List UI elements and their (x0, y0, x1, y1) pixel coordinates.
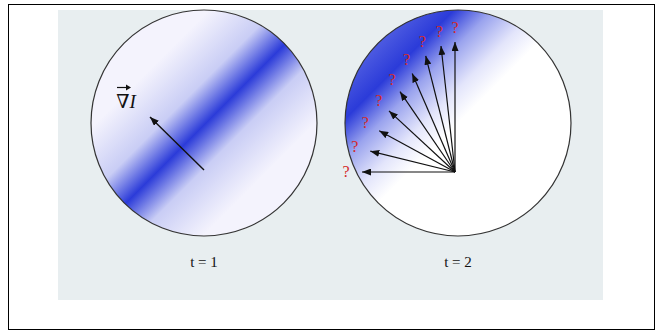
question-mark: ? (419, 33, 426, 51)
right-circle (340, 0, 580, 250)
time-label: t = 2 (444, 254, 472, 271)
time-label-text: t = 1 (190, 254, 218, 270)
question-mark: ? (362, 114, 369, 132)
question-mark: ? (342, 163, 349, 181)
question-mark: ? (403, 51, 410, 69)
time-label-text: t = 2 (444, 254, 472, 270)
question-mark: ? (389, 71, 396, 89)
question-mark-text: ? (389, 71, 396, 88)
question-mark: ? (451, 19, 458, 37)
question-mark-text: ? (342, 163, 349, 180)
vector-arrow (116, 83, 132, 91)
question-mark-text: ? (351, 138, 358, 155)
question-mark: ? (351, 138, 358, 156)
gradient-label: ∇I (116, 83, 136, 113)
candidate-arrows (362, 42, 455, 172)
question-mark: ? (436, 23, 443, 41)
question-mark: ? (375, 92, 382, 110)
question-mark-text: ? (436, 23, 443, 40)
left-circle (80, 0, 330, 250)
gradient-arrow (150, 117, 204, 170)
gradient-label-text: ∇I (116, 91, 136, 112)
question-mark-text: ? (451, 19, 458, 36)
time-label: t = 1 (190, 254, 218, 271)
question-mark-text: ? (419, 33, 426, 50)
question-mark-text: ? (375, 92, 382, 109)
question-mark-text: ? (362, 114, 369, 131)
question-mark-text: ? (403, 51, 410, 68)
